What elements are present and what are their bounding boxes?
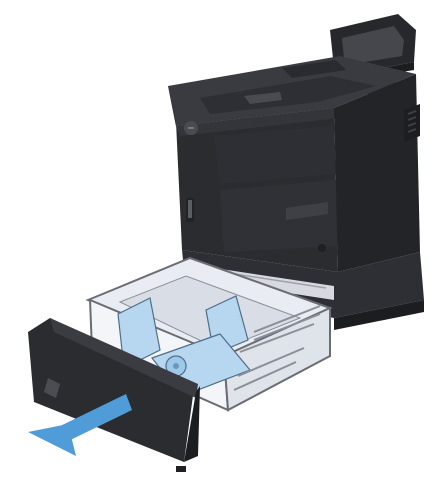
left-guide [117,297,161,369]
printer-front-body [168,86,340,272]
paper-tray [28,256,333,472]
arrow-down-left-icon [28,394,132,456]
printer-right-side [334,74,420,272]
